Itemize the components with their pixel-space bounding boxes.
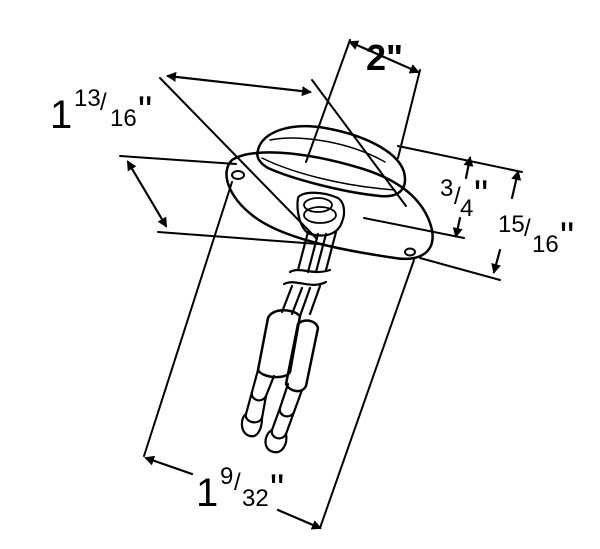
base-width-arrow-left [144,455,194,476]
right-screw-hole [404,247,416,257]
overall-height-numerator: 15 [498,211,525,238]
base-width-numerator: 9 [220,463,233,490]
height-denominator: 4 [460,195,473,222]
mount-width-denominator: 16 [110,105,137,132]
base-width-inch-mark: " [270,467,284,511]
dimension-lines [119,39,523,530]
base-width-denominator: 32 [242,485,269,512]
flange-depth-arrow [126,160,168,228]
mounting-flange [225,151,434,261]
mount-width-numerator: 13 [74,85,101,112]
base-width-whole: 1 [196,471,218,515]
mount-width-arrow [166,71,312,97]
lens-diameter-label: 2" [366,37,403,78]
overall-height-inch-mark: " [560,215,574,259]
base-width-arrow-right [276,508,322,530]
svg-text:/: / [100,89,107,116]
height-inch-mark: " [474,173,488,217]
dimension-label-height: 3 / 4 " [440,173,488,222]
dimension-label-mount-width: 1 13 / 16 " [50,85,152,137]
overall-height-arrow-top [510,170,522,200]
wire-leads [280,230,338,318]
lens-diameter-arrow [348,40,420,74]
overall-height-arrow-bottom [491,248,502,274]
svg-text:/: / [454,183,461,210]
svg-text:/: / [524,215,531,242]
overall-height-denominator: 16 [532,231,559,258]
left-screw-hole [231,170,245,180]
terminal-pins [240,368,304,454]
dimension-label-base-width: 1 9 / 32 " [196,463,284,515]
grommet [296,191,346,237]
mount-width-whole: 1 [50,93,72,137]
height-arrow-top [463,156,474,180]
lamp-illustration [225,125,434,454]
dimension-label-overall-height: 15 / 16 " [498,211,574,259]
svg-text:/: / [234,469,241,496]
height-arrow-bottom [452,216,463,238]
mount-width-inch-mark: " [138,89,152,133]
height-numerator: 3 [440,175,453,202]
connector-housing [256,309,302,379]
lens-dome [256,125,407,198]
